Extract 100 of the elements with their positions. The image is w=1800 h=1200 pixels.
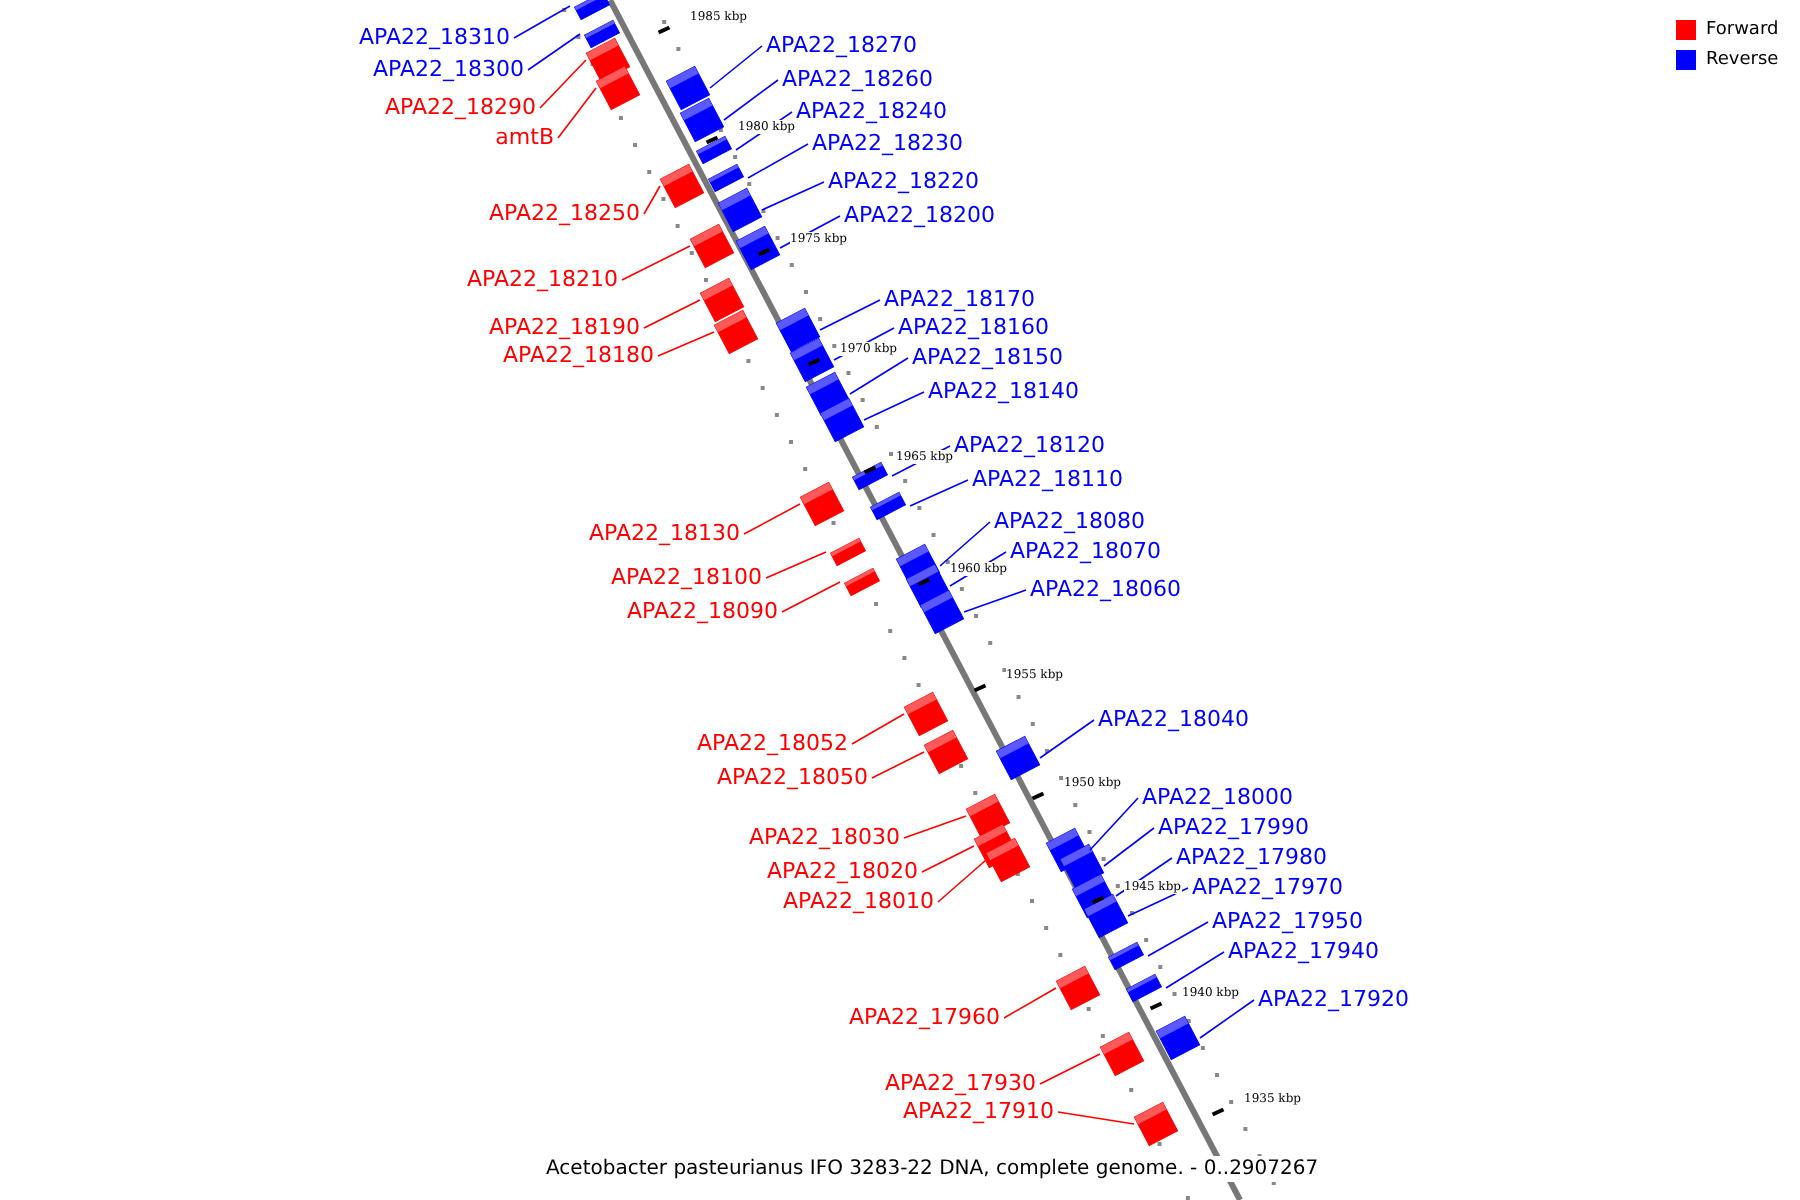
gene-label: APA22_17960	[849, 1004, 1000, 1030]
gene-label: APA22_18170	[884, 286, 1035, 312]
gene-label: APA22_18052	[697, 730, 848, 756]
gene-label: APA22_17990	[1158, 814, 1309, 840]
gene-block	[595, 65, 641, 111]
gene-label: APA22_17910	[903, 1098, 1054, 1124]
gene-block	[789, 337, 835, 383]
gene-label: APA22_18040	[1098, 706, 1249, 732]
gene-block	[574, 0, 610, 21]
gene-label: APA22_18210	[467, 266, 618, 292]
gene-label: APA22_18290	[385, 94, 536, 120]
leader-line	[747, 143, 809, 179]
gene-label: APA22_17950	[1212, 908, 1363, 934]
leader-line	[643, 185, 661, 215]
gene-block	[870, 491, 906, 521]
gene-block	[1059, 843, 1105, 889]
gene-label: APA22_18300	[373, 56, 524, 82]
leader-line	[657, 331, 715, 357]
gene-label: APA22_18180	[503, 342, 654, 368]
gene-block	[1126, 973, 1162, 1003]
gene-label: APA22_18060	[1030, 576, 1181, 602]
leader-line	[819, 299, 881, 331]
leader-line	[1103, 827, 1155, 867]
gene-label: APA22_17980	[1176, 844, 1327, 870]
gene-label: APA22_18160	[898, 314, 1049, 340]
legend-label: Reverse	[1706, 48, 1779, 72]
leader-line	[851, 713, 905, 745]
gene-label: APA22_18130	[589, 520, 740, 546]
legend-label: Forward	[1706, 18, 1779, 42]
gene-label: amtB	[495, 124, 554, 150]
gene-block	[659, 163, 705, 209]
leader-line	[1127, 887, 1189, 917]
leader-line	[743, 503, 801, 535]
gene-label: APA22_18190	[489, 314, 640, 340]
gene-block	[584, 19, 620, 49]
gene-label: APA22_18270	[766, 32, 917, 58]
leader-line	[903, 815, 967, 839]
gene-block	[1108, 941, 1144, 971]
leader-line	[849, 357, 909, 395]
gene-label: APA22_18100	[611, 564, 762, 590]
gene-label: APA22_18220	[828, 168, 979, 194]
gene-block	[775, 307, 821, 353]
gene-block	[696, 135, 732, 165]
gene-label: APA22_18150	[912, 344, 1063, 370]
gene-label: APA22_18070	[1010, 538, 1161, 564]
caption: Acetobacter pasteurianus IFO 3283-22 DNA, complete genome. - 0..2907267	[546, 1156, 1319, 1182]
leader-line	[539, 59, 587, 109]
gene-block	[830, 537, 866, 567]
leader-line	[921, 845, 975, 873]
leader-line	[723, 79, 779, 121]
leader-line	[1039, 719, 1095, 759]
leader-line	[765, 551, 827, 579]
gene-label: APA22_18200	[844, 202, 995, 228]
gene-label: APA22_18030	[749, 824, 900, 850]
gene-label: APA22_18250	[489, 200, 640, 226]
leader-line	[709, 45, 763, 89]
leader-line	[1003, 987, 1057, 1019]
gene-label: APA22_17930	[885, 1070, 1036, 1096]
gene-label: APA22_18120	[954, 432, 1105, 458]
leader-line	[1147, 921, 1209, 957]
leader-line	[761, 181, 825, 211]
leader-line	[513, 5, 571, 39]
leader-line	[527, 33, 581, 71]
gene-label: APA22_18080	[994, 508, 1145, 534]
leader-line	[1057, 1111, 1135, 1125]
leader-line	[939, 521, 991, 567]
gene-label: APA22_18000	[1142, 784, 1293, 810]
gene-block	[844, 567, 880, 597]
gene-label: APA22_18090	[627, 598, 778, 624]
leader-line	[1165, 951, 1225, 989]
gene-block	[679, 97, 725, 143]
gene-label: APA22_18240	[796, 98, 947, 124]
gene-label: APA22_17970	[1192, 874, 1343, 900]
gene-label: APA22_18140	[928, 378, 1079, 404]
gene-label: APA22_17940	[1228, 938, 1379, 964]
gene-block	[852, 461, 888, 491]
leader-line	[1089, 797, 1139, 851]
gene-label: APA22_18050	[717, 764, 868, 790]
leader-line	[557, 87, 597, 139]
leader-line	[871, 751, 925, 779]
gene-label: APA22_18230	[812, 130, 963, 156]
gene-label: APA22_18310	[359, 24, 510, 50]
gene-block	[665, 65, 711, 111]
gene-block	[805, 371, 851, 417]
gene-label: APA22_17920	[1258, 986, 1409, 1012]
leader-line	[1199, 999, 1255, 1039]
leader-line	[863, 391, 925, 421]
gene-block	[708, 163, 744, 193]
leader-line	[621, 245, 691, 281]
leader-line	[909, 479, 969, 507]
gene-label: APA22_18110	[972, 466, 1123, 492]
gene-block	[585, 37, 631, 83]
gene-block	[717, 187, 763, 233]
leader-line	[643, 299, 701, 329]
leader-line	[781, 581, 841, 613]
leader-line	[1039, 1053, 1101, 1085]
gene-label: APA22_18260	[782, 66, 933, 92]
leader-line	[963, 589, 1027, 613]
gene-label: APA22_18010	[783, 888, 934, 914]
leader-line	[937, 859, 987, 903]
